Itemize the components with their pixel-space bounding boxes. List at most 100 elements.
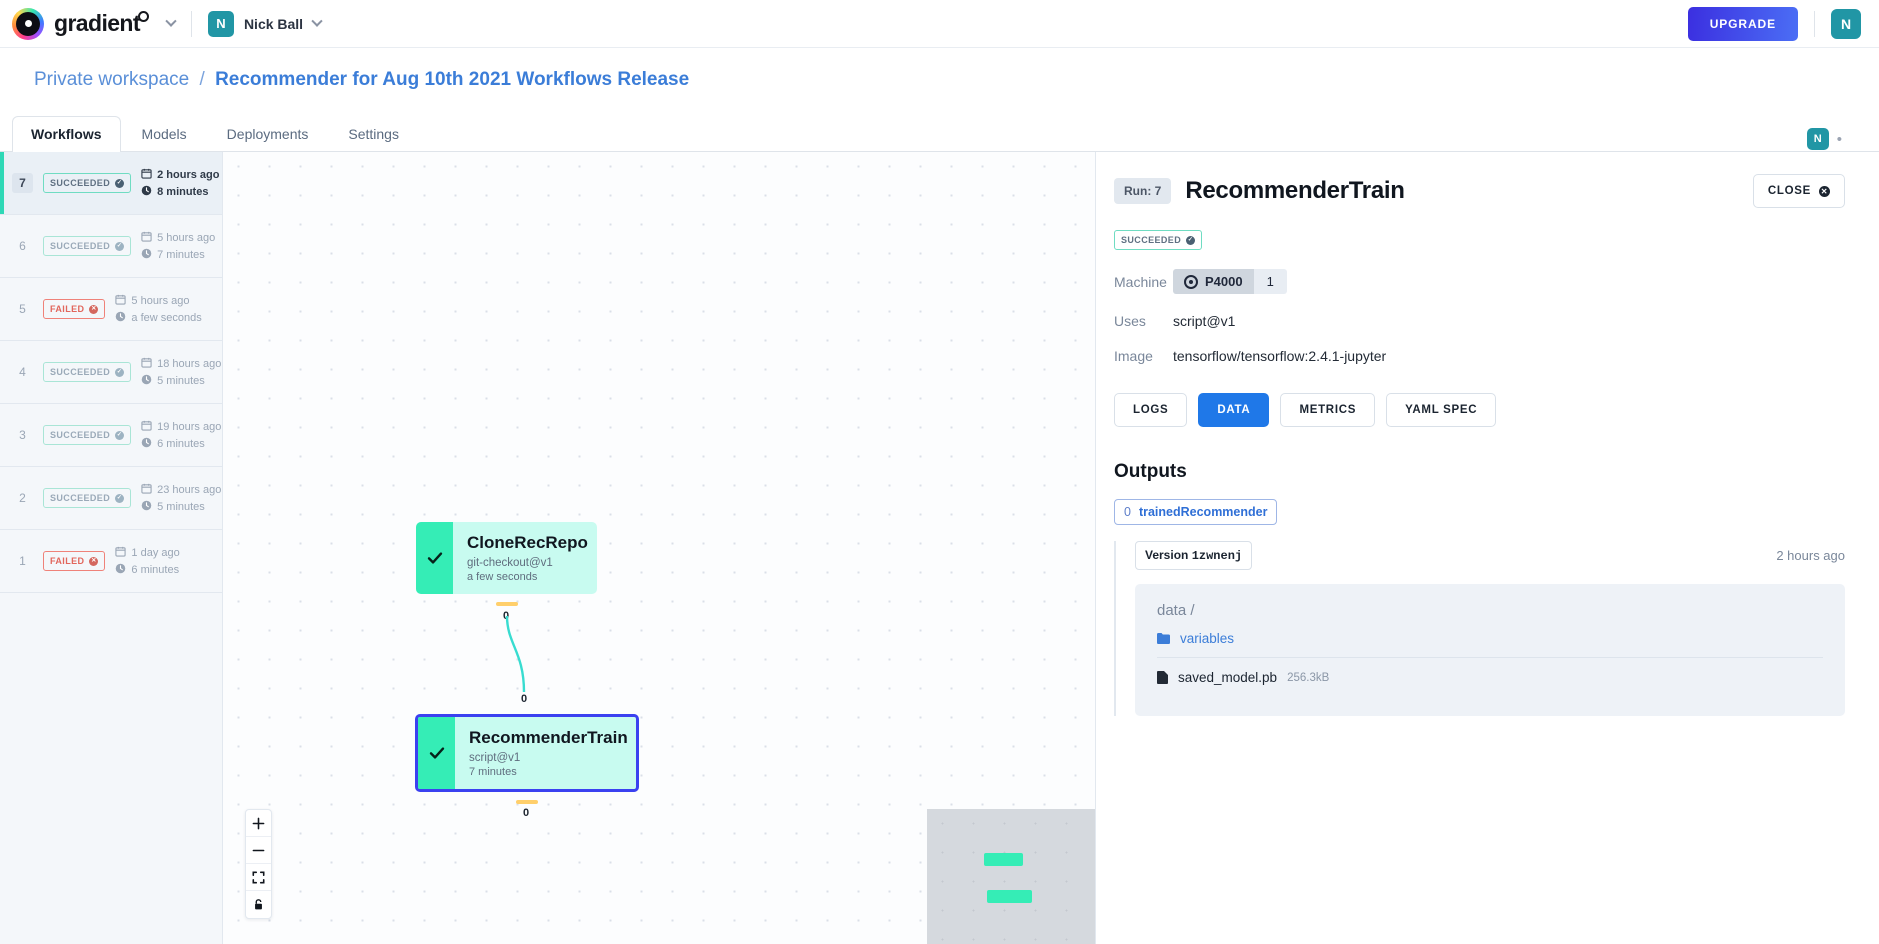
status-badge-label: SUCCEEDED [1121, 235, 1182, 245]
run-duration-text: 7 minutes [157, 248, 205, 261]
run-row-6[interactable]: 6 SUCCEEDED✓ 5 hours ago 7 minutes [0, 215, 222, 278]
run-when: 5 hours ago [141, 231, 215, 245]
run-number: 7 [12, 173, 33, 193]
field-uses: Uses script@v1 [1114, 313, 1845, 329]
check-circle-icon: ✓ [1186, 235, 1196, 245]
run-duration-text: 8 minutes [157, 185, 209, 198]
status-badge: SUCCEEDED ✓ [1114, 230, 1203, 250]
calendar-icon [141, 357, 152, 371]
zoom-out-button[interactable] [246, 837, 271, 864]
run-when: 23 hours ago [141, 483, 221, 497]
check-circle-icon: ✓ [115, 367, 125, 377]
run-duration: 8 minutes [141, 185, 219, 199]
run-status-badge: SUCCEEDED✓ [43, 488, 132, 508]
file-icon [1157, 671, 1168, 684]
workspace-chevron-down-icon[interactable] [165, 15, 177, 33]
error-circle-icon: ✕ [89, 556, 99, 566]
workflow-node-clonerecrepo[interactable]: CloneRecRepo git-checkout@v1 a few secon… [416, 522, 597, 594]
field-machine: Machine P4000 1 [1114, 269, 1845, 294]
user-name: Nick Ball [243, 15, 304, 32]
run-when: 18 hours ago [141, 357, 221, 371]
machine-count: 1 [1253, 269, 1287, 294]
calendar-icon [115, 546, 127, 560]
collaborators[interactable]: N • [1806, 128, 1843, 150]
detail-tab-yaml-spec[interactable]: YAML SPEC [1386, 393, 1497, 427]
zoom-in-button[interactable] [246, 810, 271, 837]
run-duration-text: 6 minutes [157, 437, 205, 450]
run-when: 5 hours ago [115, 294, 201, 308]
version-row: Version 1zwnenj 2 hours ago [1135, 541, 1845, 570]
close-icon: ✕ [1819, 185, 1830, 197]
breadcrumb-project[interactable]: Recommender for Aug 10th 2021 Workflows … [215, 69, 690, 90]
file-row-folder[interactable]: variables [1157, 619, 1823, 658]
file-path-breadcrumb[interactable]: data / [1157, 602, 1195, 619]
calendar-icon [141, 483, 152, 497]
account-avatar[interactable]: N [1831, 8, 1861, 39]
run-detail-panel: Run: 7 RecommenderTrain CLOSE ✕ SUCCEEDE… [1096, 152, 1879, 944]
run-duration: 6 minutes [115, 563, 179, 577]
node-title: CloneRecRepo [467, 533, 588, 552]
upgrade-button[interactable]: UPGRADE [1687, 6, 1798, 41]
fit-screen-button[interactable] [246, 864, 271, 891]
user-menu[interactable]: N Nick Ball [207, 10, 323, 37]
version-label: Version [1145, 548, 1189, 562]
breadcrumb-workspace[interactable]: Private workspace [34, 69, 190, 90]
detail-tab-data[interactable]: DATA [1198, 393, 1270, 427]
clock-icon [141, 185, 152, 199]
detail-tab-metrics[interactable]: METRICS [1280, 393, 1376, 427]
tab-deployments[interactable]: Deployments [226, 126, 309, 142]
field-label: Machine [1114, 273, 1167, 290]
run-number: 5 [19, 302, 26, 316]
calendar-icon [141, 168, 152, 182]
workflow-node-recommendertrain[interactable]: RecommenderTrain script@v1 7 minutes [415, 714, 639, 792]
canvas-minimap[interactable] [927, 809, 1095, 944]
close-button[interactable]: CLOSE ✕ [1752, 174, 1845, 208]
run-duration-text: 6 minutes [131, 563, 180, 576]
calendar-icon [141, 420, 152, 434]
node-duration: 7 minutes [469, 765, 517, 778]
detail-title: RecommenderTrain [1185, 177, 1405, 204]
gradient-logo-icon [12, 7, 44, 40]
run-status-badge: SUCCEEDED✓ [43, 362, 132, 382]
clock-icon [141, 500, 152, 514]
run-duration: 6 minutes [141, 437, 221, 451]
workflow-canvas[interactable]: CloneRecRepo git-checkout@v1 a few secon… [223, 152, 1096, 944]
detail-status: SUCCEEDED ✓ [1114, 230, 1845, 250]
tab-models[interactable]: Models [141, 126, 187, 142]
brand-logo[interactable]: gradient [12, 7, 149, 40]
field-image: Image tensorflow/tensorflow:2.4.1-jupyte… [1114, 348, 1845, 364]
run-status-label: FAILED [50, 304, 85, 314]
calendar-icon [115, 294, 127, 308]
tab-settings[interactable]: Settings [348, 126, 399, 142]
run-number: 1 [19, 554, 26, 568]
machine-chip: P4000 1 [1173, 269, 1287, 294]
canvas-zoom-controls [245, 809, 272, 919]
clock-icon [141, 437, 152, 451]
detail-tab-logs[interactable]: LOGS [1114, 393, 1188, 427]
tab-workflows[interactable]: Workflows [12, 116, 121, 152]
collaborators-more-icon[interactable]: • [1836, 130, 1843, 148]
run-number: 3 [19, 428, 26, 442]
node-uses: git-checkout@v1 [467, 556, 553, 569]
clock-icon [115, 311, 126, 325]
lock-button[interactable] [246, 891, 271, 918]
run-number: 6 [19, 239, 26, 253]
user-chevron-down-icon[interactable] [311, 15, 323, 27]
file-row-file[interactable]: saved_model.pb 256.3kB [1157, 658, 1823, 696]
minimap-node [987, 890, 1032, 903]
run-status-badge: SUCCEEDED✓ [43, 236, 132, 256]
output-chip-trainedrecommender[interactable]: 0 trainedRecommender [1114, 499, 1278, 525]
version-badge[interactable]: Version 1zwnenj [1135, 541, 1253, 570]
run-status-label: SUCCEEDED [50, 493, 111, 503]
file-name: variables [1180, 631, 1235, 646]
